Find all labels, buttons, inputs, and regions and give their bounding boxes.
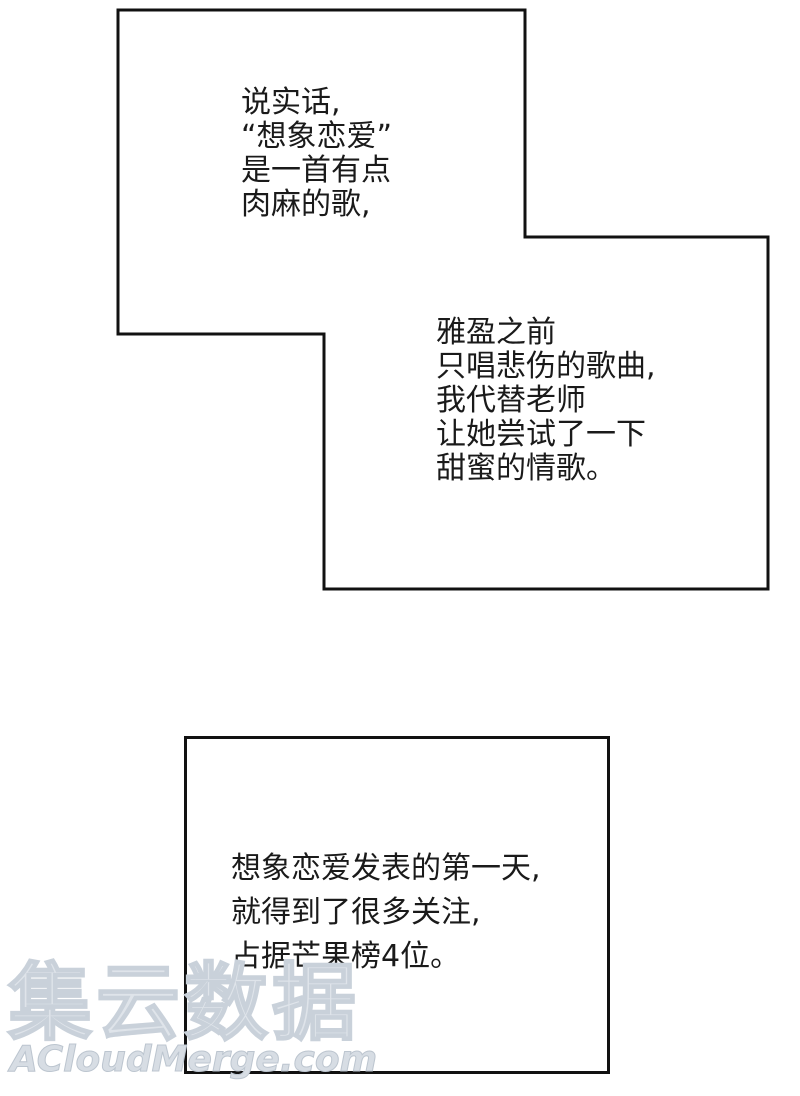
caption-2-line-2: 只唱悲伤的歌曲, xyxy=(436,349,656,384)
caption-2-line-3: 我代替老师 xyxy=(436,383,586,418)
caption-2-line-4: 让她尝试了一下 xyxy=(436,417,646,452)
bottom-panel: 想象恋爱发表的第一天, 就得到了很多关注, 占据芒果榜4位。 xyxy=(184,736,610,1074)
caption-2-line-5: 甜蜜的情歌。 xyxy=(436,451,616,486)
caption-1-line-1: 说实话, xyxy=(241,85,341,120)
caption-3-line-2: 就得到了很多关注, xyxy=(231,895,481,930)
caption-2-line-1: 雅盈之前 xyxy=(436,315,556,350)
top-panel-outline xyxy=(116,8,770,591)
caption-text-3: 想象恋爱发表的第一天, 就得到了很多关注, 占据芒果榜4位。 xyxy=(231,847,541,979)
top-panel: 说实话, “想象恋爱” 是一首有点 肉麻的歌, 雅盈之前 只唱悲伤的歌曲, 我代… xyxy=(116,8,770,591)
caption-1-line-4: 肉麻的歌, xyxy=(241,187,371,222)
caption-3-line-3: 占据芒果榜4位。 xyxy=(231,939,461,974)
caption-1-line-2: “想象恋爱” xyxy=(241,119,393,154)
caption-text-1: 说实话, “想象恋爱” 是一首有点 肉麻的歌, xyxy=(241,86,392,222)
caption-1-line-3: 是一首有点 xyxy=(241,153,391,188)
caption-3-line-1: 想象恋爱发表的第一天, xyxy=(231,851,541,886)
caption-text-2: 雅盈之前 只唱悲伤的歌曲, 我代替老师 让她尝试了一下 甜蜜的情歌。 xyxy=(436,316,656,486)
